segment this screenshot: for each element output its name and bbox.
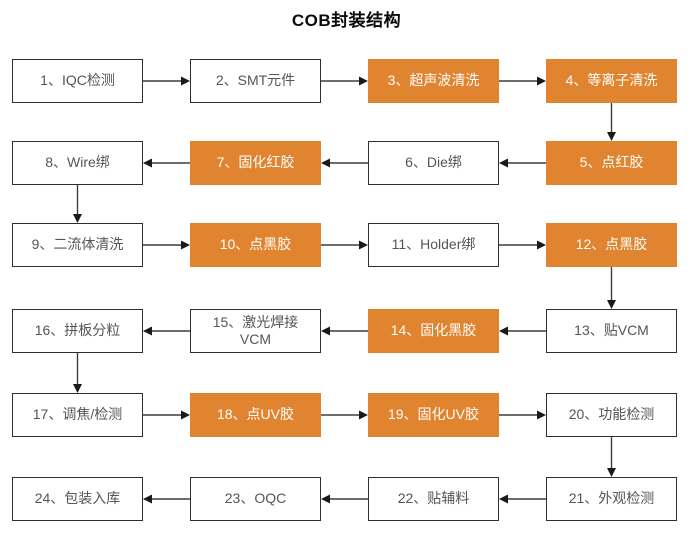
flow-node-label: 19、固化UV胶 — [387, 406, 480, 423]
flow-node-label: 18、点UV胶 — [216, 406, 295, 423]
arrow-13-14 — [499, 326, 546, 336]
flow-node-9: 9、二流体清洗 — [12, 223, 143, 267]
flow-node-12: 12、点黑胶 — [546, 223, 677, 267]
arrow-2-3 — [321, 76, 368, 86]
flow-node-18: 18、点UV胶 — [190, 393, 321, 437]
arrow-19-20 — [499, 410, 546, 420]
flow-node-label: 14、固化黑胶 — [390, 322, 477, 339]
flow-node-6: 6、Die绑 — [368, 141, 499, 185]
flow-node-16: 16、拼板分粒 — [12, 309, 143, 353]
arrow-16-17 — [73, 353, 82, 393]
flow-node-1: 1、IQC检测 — [12, 59, 143, 103]
flow-node-label: 16、拼板分粒 — [34, 322, 121, 339]
arrow-14-15 — [321, 326, 368, 336]
flow-node-14: 14、固化黑胶 — [368, 309, 499, 353]
flow-node-22: 22、贴辅料 — [368, 477, 499, 521]
flow-node-8: 8、Wire绑 — [12, 141, 143, 185]
arrow-4-5 — [607, 103, 616, 141]
arrow-6-7 — [321, 158, 368, 168]
arrow-9-10 — [143, 240, 190, 250]
arrow-18-19 — [321, 410, 368, 420]
flow-node-label: 10、点黑胶 — [219, 236, 292, 253]
flow-node-label: 2、SMT元件 — [215, 72, 296, 89]
flow-node-23: 23、OQC — [190, 477, 321, 521]
flow-node-label: 12、点黑胶 — [575, 236, 648, 253]
arrow-10-11 — [321, 240, 368, 250]
flow-node-19: 19、固化UV胶 — [368, 393, 499, 437]
flow-node-label: 5、点红胶 — [579, 154, 644, 171]
arrow-11-12 — [499, 240, 546, 250]
flow-node-20: 20、功能检测 — [546, 393, 677, 437]
flow-node-label: 13、贴VCM — [574, 322, 649, 339]
flow-node-21: 21、外观检测 — [546, 477, 677, 521]
flow-node-label: 1、IQC检测 — [40, 72, 115, 89]
flow-node-label: 23、OQC — [224, 490, 287, 507]
arrow-5-6 — [499, 158, 546, 168]
arrow-21-22 — [499, 494, 546, 504]
arrow-17-18 — [143, 410, 190, 420]
flow-node-17: 17、调焦/检测 — [12, 393, 143, 437]
flow-node-11: 11、Holder绑 — [368, 223, 499, 267]
arrow-15-16 — [143, 326, 190, 336]
arrow-23-24 — [143, 494, 190, 504]
flow-node-label: 9、二流体清洗 — [31, 236, 124, 253]
flow-node-7: 7、固化红胶 — [190, 141, 321, 185]
flow-node-label: 11、Holder绑 — [391, 236, 476, 253]
flow-node-label: 24、包装入库 — [34, 490, 121, 507]
flow-node-13: 13、贴VCM — [546, 309, 677, 353]
flow-node-3: 3、超声波清洗 — [368, 59, 499, 103]
flow-node-24: 24、包装入库 — [12, 477, 143, 521]
flow-node-label: 4、等离子清洗 — [565, 72, 658, 89]
flow-node-label: 6、Die绑 — [405, 154, 462, 171]
flow-node-label: 8、Wire绑 — [45, 154, 110, 171]
flow-node-4: 4、等离子清洗 — [546, 59, 677, 103]
arrow-20-21 — [607, 437, 616, 477]
flow-node-10: 10、点黑胶 — [190, 223, 321, 267]
arrow-12-13 — [607, 267, 616, 309]
flow-node-label: 3、超声波清洗 — [387, 72, 480, 89]
arrow-8-9 — [73, 185, 82, 223]
arrow-3-4 — [499, 76, 546, 86]
flow-node-label: 17、调焦/检测 — [32, 406, 123, 423]
flow-node-label: 20、功能检测 — [568, 406, 655, 423]
arrow-1-2 — [143, 76, 190, 86]
flow-node-5: 5、点红胶 — [546, 141, 677, 185]
arrow-22-23 — [321, 494, 368, 504]
flow-node-label: 21、外观检测 — [568, 490, 655, 507]
flow-node-label: 22、贴辅料 — [397, 490, 470, 507]
arrow-7-8 — [143, 158, 190, 168]
flow-node-label: 7、固化红胶 — [216, 154, 295, 171]
flow-node-2: 2、SMT元件 — [190, 59, 321, 103]
diagram-title: COB封装结构 — [291, 11, 402, 30]
